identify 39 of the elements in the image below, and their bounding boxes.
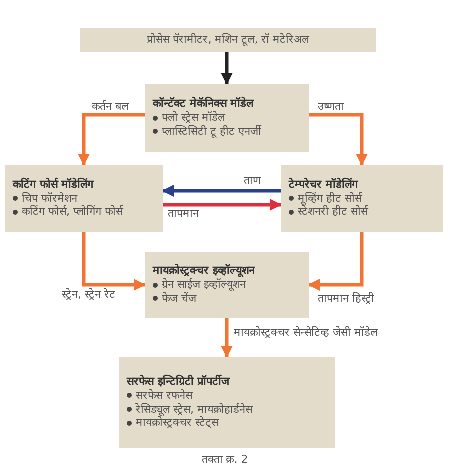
bullet-item: फेज चेंज	[153, 292, 301, 306]
edge-label: ताण	[244, 174, 261, 188]
box-heading: टेम्परेचर मॉडेलिंग	[289, 178, 360, 192]
arrow	[78, 113, 145, 166]
edge-label: कर्तन बल	[92, 100, 128, 114]
arrow	[309, 113, 368, 166]
bullet-item: मूव्हिंग हीट सोर्स	[289, 192, 435, 206]
bullet-item: रेसिड्यूल स्ट्रेस, मायक्रोहार्डनेस	[127, 402, 327, 416]
bullet-item: प्लास्टिसिटी टू हीट एनर्जी	[153, 124, 301, 139]
arrow	[163, 199, 282, 211]
arrow	[162, 185, 281, 197]
process-box	[80, 28, 376, 52]
bullet-item: ग्रेन साईज इव्हॉल्यूशन	[153, 278, 301, 292]
box-text: प्रोसेस पॅरामीटर, मशिन टूल, रॉ मटेरिअल	[146, 33, 310, 47]
edge-label: तापमान हिस्ट्री	[318, 292, 374, 306]
edge-label: उष्णता	[318, 100, 344, 114]
arrow	[308, 232, 364, 291]
bullet-item: कटिंग फोर्स, प्लोगिंग फोर्स	[13, 205, 155, 220]
process-box	[119, 357, 335, 448]
bullet-item: फ्लो स्ट्रेस मॉडेल	[153, 111, 301, 125]
process-box	[145, 252, 309, 318]
process-box	[5, 165, 163, 232]
process-box	[281, 165, 443, 232]
box-heading: सरफेस इन्टिग्रिटी प्रॉपर्टीज	[127, 375, 231, 389]
bullet-item: सरफेस रफनेस	[127, 388, 327, 402]
box-heading: मायक्रोस्ट्रक्चर इव्हॉल्यूशन	[153, 264, 256, 278]
bullet-item: चिप फॉरमेशन	[13, 192, 155, 206]
edge-label: स्ट्रेन, स्ट्रेन रेट	[62, 288, 116, 302]
bullet-item: स्टेशनरी हीट सोर्स	[289, 205, 435, 220]
edge-label: मायक्रोस्ट्रक्चर सेन्सेटिव्ह जेसी मॉडेल	[234, 326, 378, 340]
process-box	[145, 84, 309, 152]
arrow	[221, 52, 233, 85]
arrow	[82, 232, 146, 291]
caption: तक्ता क्र. 2	[202, 452, 248, 468]
edge-label: तापमान	[168, 207, 199, 221]
bullet-item: मायक्रोस्ट्रक्चर स्टेट्स	[127, 416, 327, 430]
arrow	[221, 318, 233, 358]
box-heading: कॉन्टॅक्ट मेकॅनिक्स मॉडेल	[153, 97, 256, 111]
box-heading: कटिंग फोर्स मॉडेलिंग	[13, 178, 95, 192]
